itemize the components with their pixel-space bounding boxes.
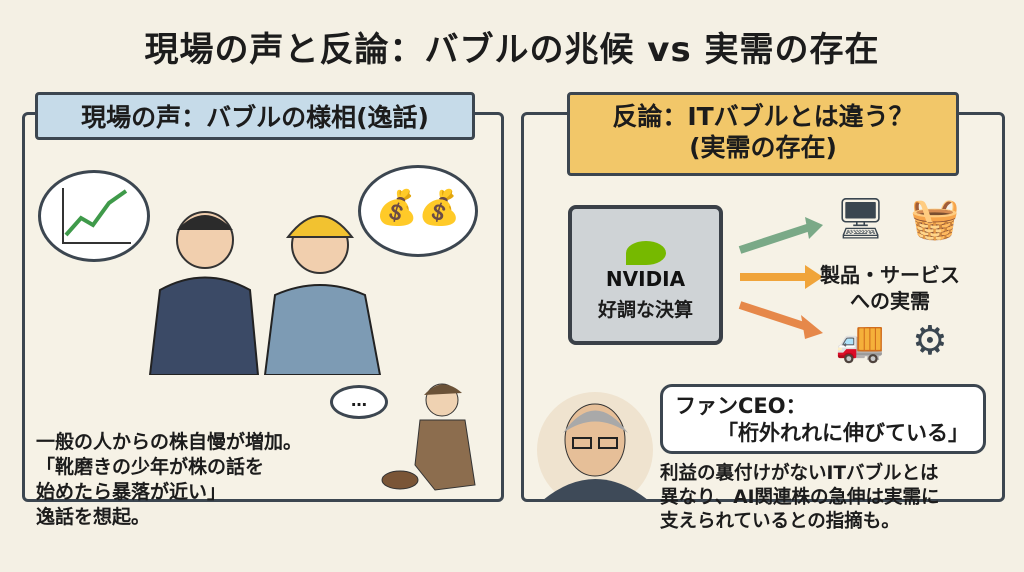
monitor-icon: 🖥 — [835, 196, 886, 242]
nvidia-eye-logo-icon — [625, 241, 666, 265]
money-bag-icon: 💰💰 — [375, 188, 461, 228]
gears-icon: ⚙ — [912, 318, 948, 364]
ellipsis-speech-bubble: … — [330, 385, 388, 419]
ceo-name: ファンCEO： — [675, 394, 807, 418]
nvidia-chip: NVIDIA 好調な決算 — [568, 205, 723, 345]
body-line: 一般の人からの株自慢が増加。 — [36, 431, 303, 453]
body-line: 異なり、AI関連株の急伸は実需に — [660, 487, 940, 509]
money-bags-bubble: 💰💰 — [358, 165, 478, 257]
body-line: 利益の裏付けがないITバブルとは — [660, 463, 939, 484]
right-panel-body: 利益の裏付けがないITバブルとは 異なり、AI関連株の急伸は実需に 支えられてい… — [660, 462, 939, 534]
demand-line: 製品・サービス — [820, 263, 960, 287]
ceo-speech-bubble: ファンCEO： 「桁外れれに伸びている」 — [660, 384, 986, 454]
body-line: 逸話を想起。 — [36, 506, 151, 529]
ceo-portrait — [537, 392, 653, 500]
delivery-truck-icon: 🚚 — [835, 319, 885, 365]
page-title: 現場の声と反論：バブルの兆候 vs 実需の存在 — [144, 30, 880, 70]
chip-label: 好調な決算 — [597, 299, 693, 321]
right-panel-header: 反論：ITバブルとは違う？ (実需の存在) — [567, 92, 959, 176]
chart-thought-bubble — [38, 170, 150, 262]
shopping-basket-icon: 🧺 — [910, 196, 960, 242]
body-line: 「靴磨きの少年が株の話を — [36, 456, 265, 479]
left-panel-header: 現場の声：バブルの様相(逸話) — [35, 92, 475, 140]
body-line: 始めたら暴落が近い」 — [36, 481, 227, 504]
arrows-icon — [738, 217, 823, 339]
left-panel-body: 一般の人からの株自慢が増加。 「靴磨きの少年が株の話を 始めたら暴落が近い」 逸… — [36, 430, 302, 530]
body-line: 支えられているとの指摘も。 — [660, 511, 900, 533]
ceo-quote: 「桁外れれに伸びている」 — [717, 421, 969, 446]
shoeshine-boy-illustration — [381, 383, 476, 491]
businessman-and-worker-illustration — [148, 211, 382, 375]
header-line: 反論：ITバブルとは違う？ — [612, 102, 914, 131]
demand-line: への実需 — [850, 289, 930, 314]
chip-brand: NVIDIA — [605, 267, 686, 291]
rising-chart-icon — [62, 188, 131, 244]
header-line: (実需の存在) — [689, 133, 837, 163]
demand-label: 製品・サービス への実需 — [805, 262, 975, 315]
